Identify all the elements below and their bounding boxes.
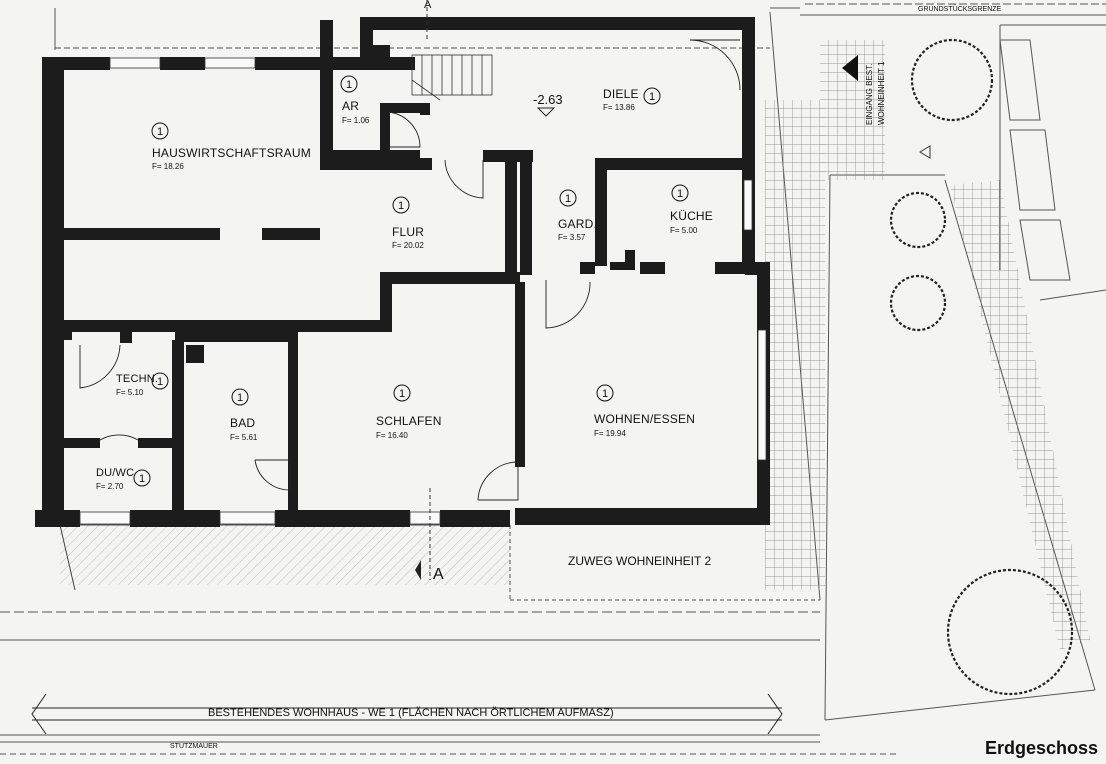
room-name: SCHLAFEN	[376, 414, 442, 428]
room-kueche: 1 KÜCHE F= 5.00	[670, 184, 713, 235]
level-mark: -2.63	[533, 92, 563, 117]
door-ar	[384, 111, 421, 148]
page-title: Erdgeschoss	[984, 738, 1098, 758]
room-number: 1	[649, 91, 655, 103]
entrance-label-1: EINGANG BEST.	[865, 64, 874, 125]
room-area: F= 5.61	[230, 433, 258, 442]
entrance-arrow-icon	[842, 55, 858, 81]
trees	[889, 38, 1074, 696]
room-name: WOHNEN/ESSEN	[594, 412, 695, 426]
section-marker-top: A	[424, 0, 432, 40]
room-area: F= 5.10	[116, 388, 144, 397]
door-diele-entry	[689, 39, 741, 91]
windows	[79, 57, 767, 525]
tree-2	[889, 191, 947, 249]
room-number: 1	[157, 376, 163, 388]
room-name: HAUSWIRTSCHAFTSRAUM	[152, 146, 311, 160]
room-name: DIELE	[603, 87, 639, 101]
room-hauswirtschaftsraum: 1 HAUSWIRTSCHAFTSRAUM F= 18.26	[151, 122, 311, 171]
room-number: 1	[237, 392, 243, 404]
door-gard	[545, 280, 591, 329]
room-number: 1	[346, 79, 352, 91]
room-number: 1	[157, 126, 163, 138]
room-number: 1	[565, 193, 571, 205]
door-flur	[444, 159, 484, 199]
doors	[79, 39, 741, 501]
access-path-label: ZUWEG WOHNEINHEIT 2	[568, 554, 711, 568]
door-bad	[254, 459, 291, 491]
tree-3	[889, 274, 947, 332]
room-area: F= 2.70	[96, 482, 124, 491]
room-name: DU/WC	[96, 467, 134, 479]
room-name: TECHN.	[116, 373, 158, 385]
property-line-label: GRUNDSTÜCKSGRENZE	[918, 5, 1002, 13]
room-area: F= 13.86	[603, 103, 635, 112]
tree-4	[946, 568, 1074, 696]
room-area: F= 19.94	[594, 429, 626, 438]
room-area: F= 3.57	[558, 233, 586, 242]
room-wohnen-essen: 1 WOHNEN/ESSEN F= 19.94	[594, 384, 695, 438]
section-marker-top-label: A	[424, 0, 432, 11]
room-name: AR	[342, 99, 359, 113]
room-number: 1	[602, 388, 608, 400]
room-area: F= 18.26	[152, 162, 184, 171]
dimension-line: BESTEHENDES WOHNHAUS - WE 1 (FLÄCHEN NAC…	[31, 693, 783, 735]
room-flur: 1 FLUR F= 20.02	[392, 196, 424, 250]
retaining-wall-label: STÜTZMAUER	[170, 742, 218, 750]
level-mark-value: -2.63	[533, 92, 563, 107]
room-diele: 1 DIELE F= 13.86	[603, 87, 661, 112]
door-techn	[79, 344, 121, 389]
room-bad: 1 BAD F= 5.61	[230, 388, 258, 442]
room-name: KÜCHE	[670, 209, 713, 223]
room-name: FLUR	[392, 225, 424, 239]
door-schlafen	[477, 461, 519, 501]
entrance-label-2: WOHNEINHEIT 1	[877, 61, 886, 125]
stairs	[411, 54, 493, 101]
room-number: 1	[398, 200, 404, 212]
room-name: GARD.	[558, 217, 597, 231]
tree-1	[910, 38, 994, 122]
room-gard: 1 GARD. F= 3.57	[558, 189, 597, 242]
paving	[59, 40, 1090, 650]
room-number: 1	[677, 188, 683, 200]
entrance-marker: EINGANG BEST. WOHNEINHEIT 1	[842, 55, 931, 159]
section-marker-bottom: A	[415, 488, 444, 583]
section-marker-bottom-label: A	[433, 566, 444, 583]
room-name: BAD	[230, 416, 255, 430]
door-duwc	[99, 434, 139, 441]
room-area: F= 20.02	[392, 241, 424, 250]
room-area: F= 5.00	[670, 226, 698, 235]
room-number: 1	[399, 388, 405, 400]
walls	[35, 17, 770, 527]
room-du-wc: 1 DU/WC F= 2.70	[96, 467, 151, 491]
room-number: 1	[139, 473, 145, 485]
existing-building-label: BESTEHENDES WOHNHAUS - WE 1 (FLÄCHEN NAC…	[208, 707, 614, 719]
room-area: F= 1.06	[342, 116, 370, 125]
room-area: F= 16.40	[376, 431, 408, 440]
room-ar: 1 AR F= 1.06	[340, 75, 370, 125]
room-schlafen: 1 SCHLAFEN F= 16.40	[376, 384, 442, 440]
site-context	[0, 3, 1106, 755]
room-techn: 1 TECHN. F= 5.10	[116, 372, 169, 397]
